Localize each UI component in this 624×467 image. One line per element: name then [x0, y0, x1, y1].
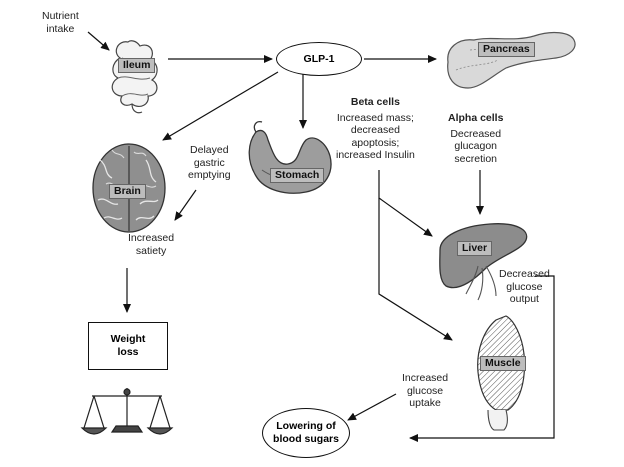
- pancreas-icon: [447, 31, 576, 89]
- weight-loss-line-2: loss: [117, 346, 139, 358]
- arrow-beta-to-muscle: [378, 198, 453, 341]
- beta-cells-title: Beta cells: [350, 96, 400, 108]
- arrow-stomach-to-satiety: [174, 189, 197, 221]
- ileum-label: Ileum: [118, 58, 156, 73]
- delayed-gastric-text: Delayed gastric emptying: [188, 144, 231, 182]
- stomach-label: Stomach: [270, 168, 325, 183]
- alpha-cells-text: Alpha cells Decreased glucagon secretion: [448, 112, 503, 165]
- beta-cells-text: Beta cells Increased mass; decreased apo…: [336, 96, 415, 162]
- nutrient-intake-line-2: intake: [46, 22, 75, 35]
- weight-loss-line-1: Weight: [110, 333, 146, 345]
- arrows: [87, 31, 555, 442]
- delayed-gastric-line-1: Delayed: [190, 144, 229, 156]
- arrow-glp1-to-brain: [162, 71, 279, 141]
- nutrient-intake-line-1: Nutrient: [42, 10, 79, 22]
- arrow-nutrient-to-ileum: [87, 31, 110, 51]
- lowering-line-1: Lowering of: [276, 420, 336, 432]
- alpha-effect-2: glucagon: [454, 140, 498, 152]
- glp1-node: GLP-1: [276, 42, 362, 76]
- arrow-uptake-to-lowering: [347, 393, 397, 421]
- glp1-label: GLP-1: [303, 52, 335, 65]
- glucose-uptake-line-1: Increased: [402, 372, 449, 384]
- beta-effect-1: Increased mass;: [336, 111, 414, 124]
- beta-effect-4: increased Insulin: [336, 149, 415, 161]
- lowering-line-2: blood sugars: [273, 433, 339, 445]
- decreased-glucose-line-2: glucose: [506, 280, 543, 293]
- beta-effect-3: apoptosis;: [351, 136, 400, 149]
- increased-glucose-uptake-text: Increased glucose uptake: [402, 372, 448, 410]
- delayed-gastric-line-3: emptying: [188, 169, 231, 181]
- glucose-uptake-line-2: glucose: [406, 384, 444, 397]
- increased-satiety-line-1: Increased: [128, 232, 175, 244]
- beta-effect-2: decreased: [350, 124, 400, 136]
- nutrient-intake-label: Nutrient intake: [42, 10, 79, 35]
- ileum-icon: [111, 40, 158, 114]
- alpha-cells-title: Alpha cells: [448, 112, 504, 124]
- alpha-effect-3: secretion: [454, 152, 498, 165]
- decreased-glucose-line-3: output: [509, 293, 539, 305]
- glucose-uptake-line-3: uptake: [409, 397, 441, 409]
- increased-satiety-line-2: satiety: [135, 244, 167, 257]
- decreased-glucose-text: Decreased glucose output: [499, 268, 550, 306]
- muscle-icon: [477, 315, 526, 431]
- increased-satiety-text: Increased satiety: [128, 232, 174, 257]
- arrow-liver-to-lowering: [409, 275, 555, 442]
- weight-loss-box: Weight loss: [88, 322, 168, 370]
- alpha-effect-1: Decreased: [450, 127, 502, 140]
- scales-icon: [80, 388, 174, 435]
- lowering-blood-sugars-node: Lowering of blood sugars: [262, 408, 350, 458]
- muscle-label: Muscle: [480, 356, 526, 371]
- pancreas-label: Pancreas: [478, 42, 535, 57]
- delayed-gastric-line-2: gastric: [193, 156, 225, 169]
- decreased-glucose-line-1: Decreased: [499, 268, 550, 280]
- brain-label: Brain: [109, 184, 146, 199]
- arrow-beta-to-liver: [378, 170, 433, 237]
- liver-label: Liver: [457, 241, 493, 256]
